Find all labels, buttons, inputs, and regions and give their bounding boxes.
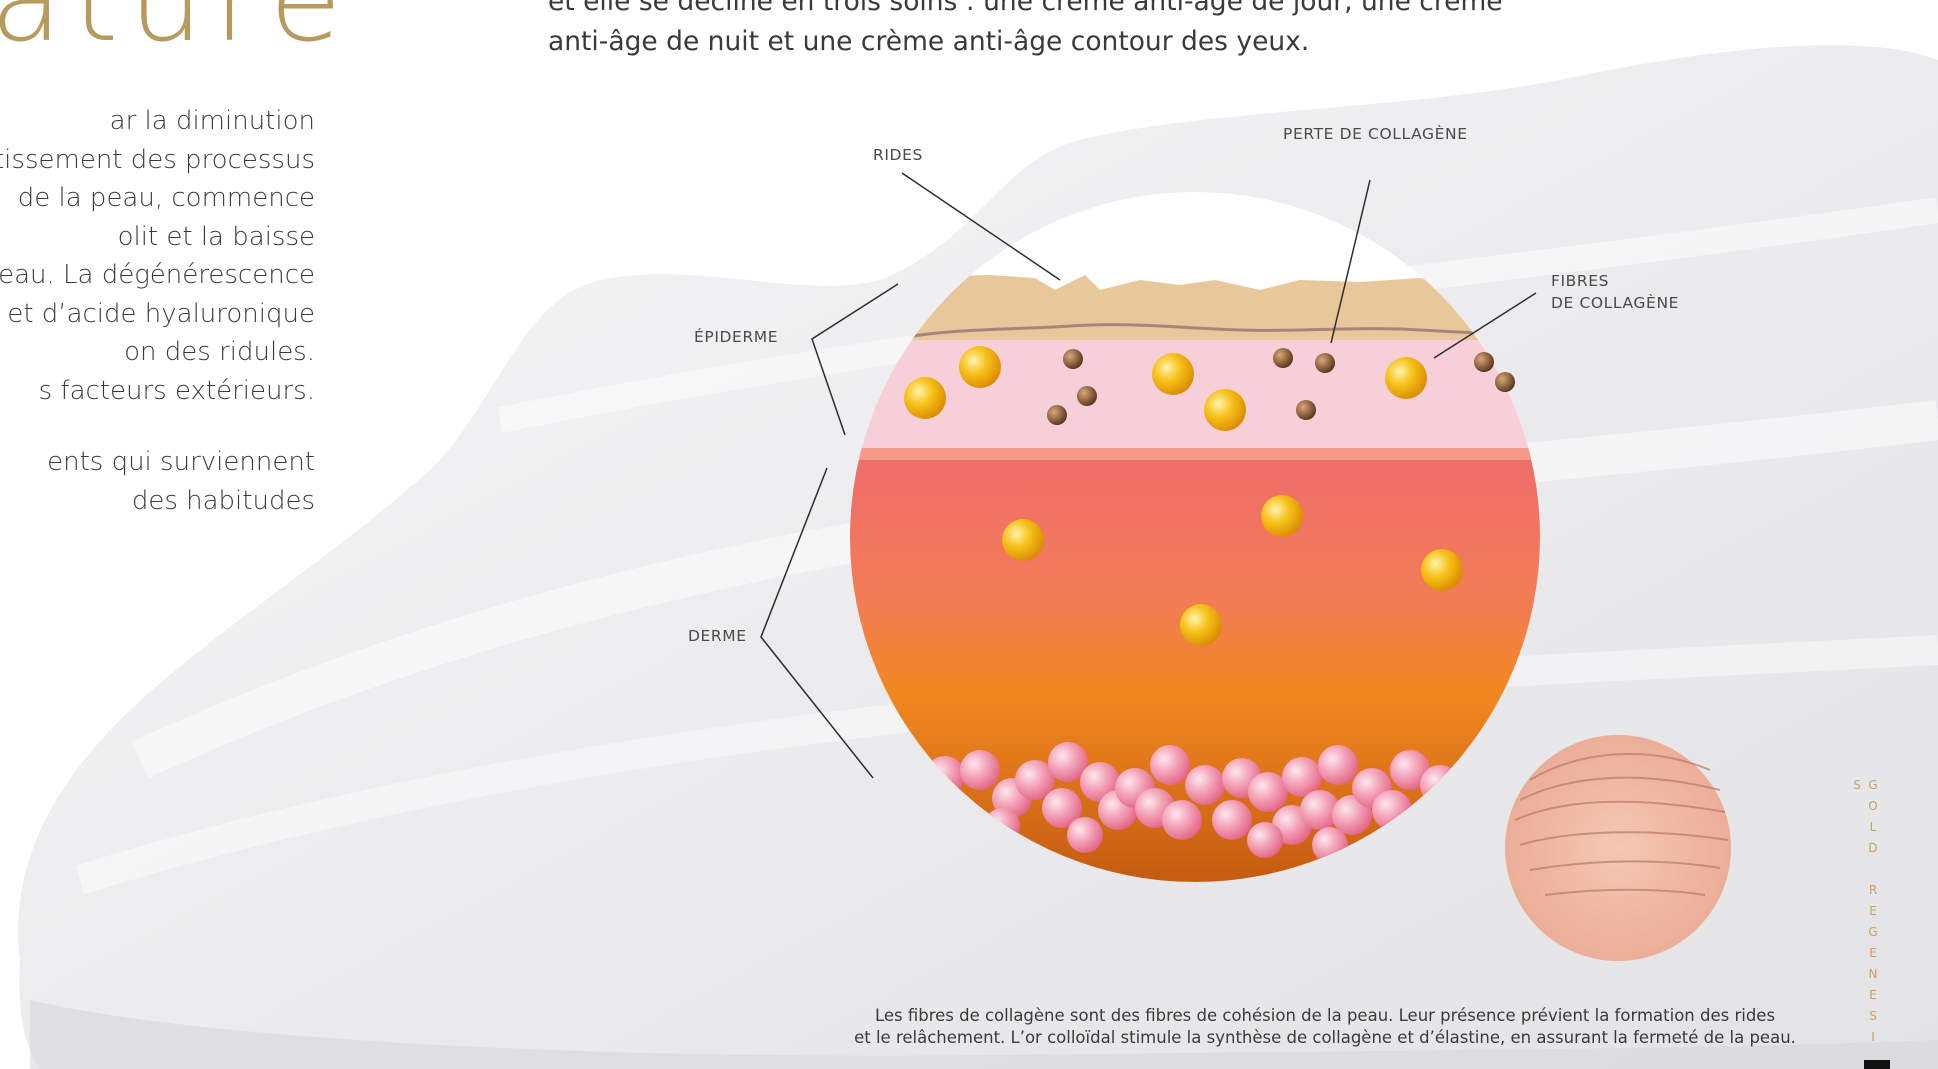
brand-letter: N — [1865, 967, 1881, 981]
brand-letter: O — [1865, 799, 1881, 813]
brand-vertical-text: GOLD REGENESIS — [1865, 778, 1881, 1069]
brand-letter — [1865, 862, 1881, 876]
corner-mark — [1864, 1060, 1890, 1069]
brand-letter: S — [1865, 1009, 1881, 1023]
brand-letter: E — [1865, 988, 1881, 1002]
caption-line: Les fibres de collagène sont des fibres … — [680, 1005, 1938, 1027]
label-epiderme: ÉPIDERME — [694, 326, 778, 348]
brand-letter: R — [1865, 883, 1881, 897]
brand-letter: I — [1865, 1030, 1881, 1044]
epidermis-layer — [840, 330, 1560, 448]
brand-letter: G — [1865, 778, 1881, 792]
brand-letter: L — [1865, 820, 1881, 834]
label-rides: RIDES — [873, 144, 923, 166]
label-fibres: FIBRES — [1551, 270, 1609, 292]
brand-letter: S — [1849, 778, 1865, 792]
label-perte-de-collagene: PERTE DE COLLAGÈNE — [1283, 123, 1468, 145]
diagram-caption: Les fibres de collagène sont des fibres … — [680, 1005, 1938, 1049]
brand-letter: E — [1865, 946, 1881, 960]
wrinkled-skin-closeup — [1505, 735, 1731, 961]
caption-line: et le relâchement. L’or colloïdal stimul… — [680, 1027, 1938, 1049]
label-derme: DERME — [688, 625, 747, 647]
brand-letter: E — [1865, 904, 1881, 918]
label-de-collagene: DE COLLAGÈNE — [1551, 292, 1679, 314]
brand-letter: G — [1865, 925, 1881, 939]
brand-letter: D — [1865, 841, 1881, 855]
leader-line-rides — [902, 173, 1060, 280]
dermis-border — [840, 446, 1560, 460]
